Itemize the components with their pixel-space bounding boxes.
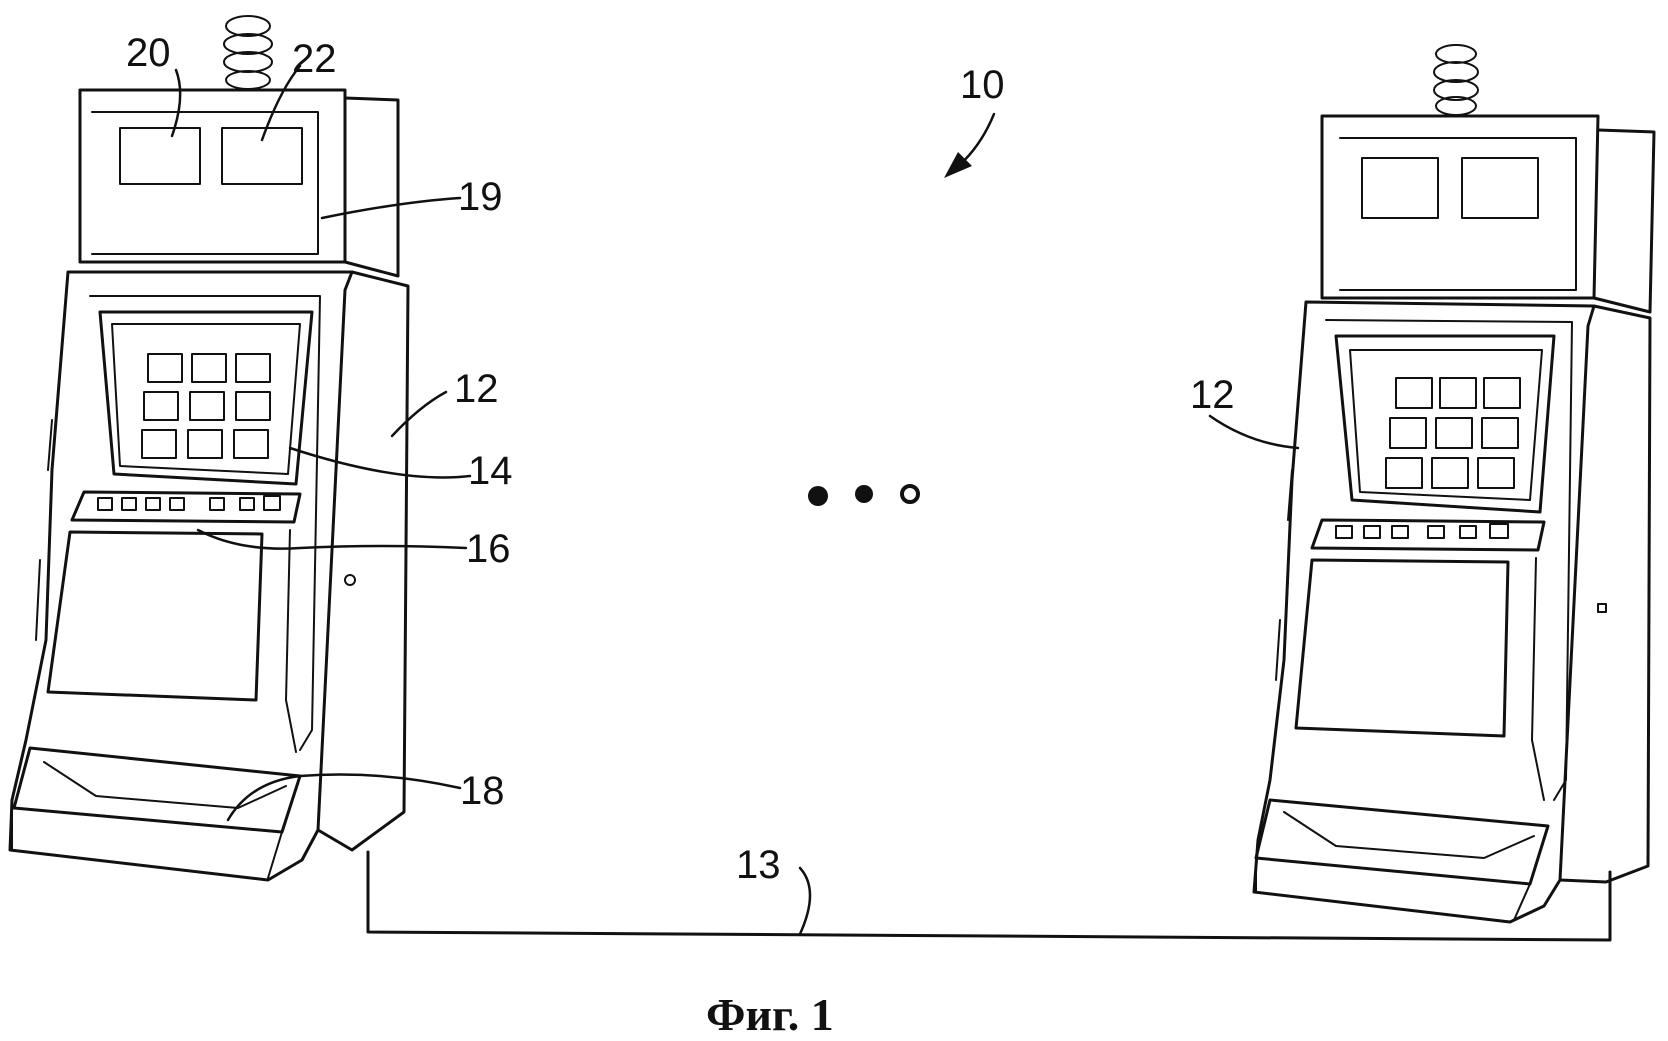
label-12-left: 12 xyxy=(454,367,499,411)
display-20-right xyxy=(1361,157,1439,219)
button-panel-right xyxy=(1310,518,1546,552)
label-13: 13 xyxy=(736,843,781,887)
label-16: 16 xyxy=(466,527,511,571)
tower-light-right xyxy=(1433,44,1479,116)
label-20: 20 xyxy=(126,31,171,75)
display-22-right xyxy=(1461,157,1539,219)
button-panel-left xyxy=(70,490,302,524)
reel-display-left xyxy=(98,310,314,486)
more-machines-ellipsis xyxy=(808,484,920,506)
label-22: 22 xyxy=(292,37,337,81)
top-box-left xyxy=(78,88,400,278)
reel-symbols-left xyxy=(141,353,271,459)
figure-caption: Фиг. 1 xyxy=(706,989,834,1040)
top-box-right xyxy=(1320,114,1656,314)
label-10: 10 xyxy=(960,63,1005,107)
network-link xyxy=(366,850,1612,942)
label-19: 19 xyxy=(458,175,503,219)
gaming-machine-right xyxy=(1252,44,1656,924)
arrowhead-10 xyxy=(944,152,972,178)
display-20-left xyxy=(119,127,201,185)
cabinet-right xyxy=(1252,300,1652,924)
play-buttons-right xyxy=(1335,523,1509,539)
display-22-left xyxy=(221,127,303,185)
label-14: 14 xyxy=(468,449,513,493)
reel-display-right xyxy=(1334,334,1556,514)
leader-lines xyxy=(170,64,1300,936)
label-12-right: 12 xyxy=(1190,373,1235,417)
cabinet-left xyxy=(8,270,410,882)
gaming-machine-left xyxy=(8,15,410,882)
reel-symbols-right xyxy=(1385,377,1521,489)
coin-tray-right xyxy=(1254,798,1550,886)
label-18: 18 xyxy=(460,769,505,813)
play-buttons-left xyxy=(97,495,281,511)
tower-light-left xyxy=(223,15,273,90)
